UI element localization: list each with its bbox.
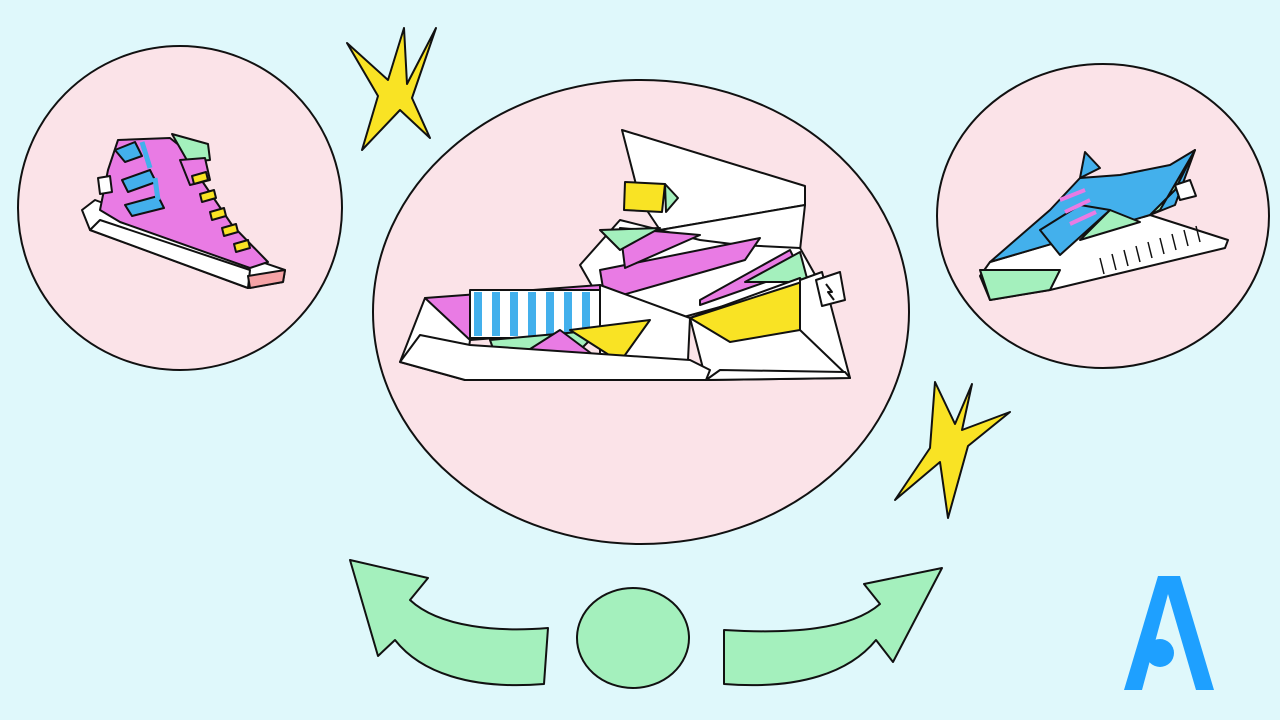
sneaker-stripes	[474, 292, 590, 336]
center-dot	[576, 587, 690, 689]
high-top-sneaker	[81, 133, 286, 289]
stylized-letter-a-logo	[1124, 576, 1214, 690]
featured-sneaker	[399, 129, 851, 381]
sole-ridges	[1099, 225, 1201, 275]
running-sneaker	[979, 149, 1229, 301]
curved-arrow-left-icon	[349, 559, 549, 687]
curved-arrow-right-icon	[723, 567, 943, 687]
sparkle-star-icon-bottom	[894, 381, 1011, 519]
sparkle-star-icon-top	[346, 27, 437, 151]
